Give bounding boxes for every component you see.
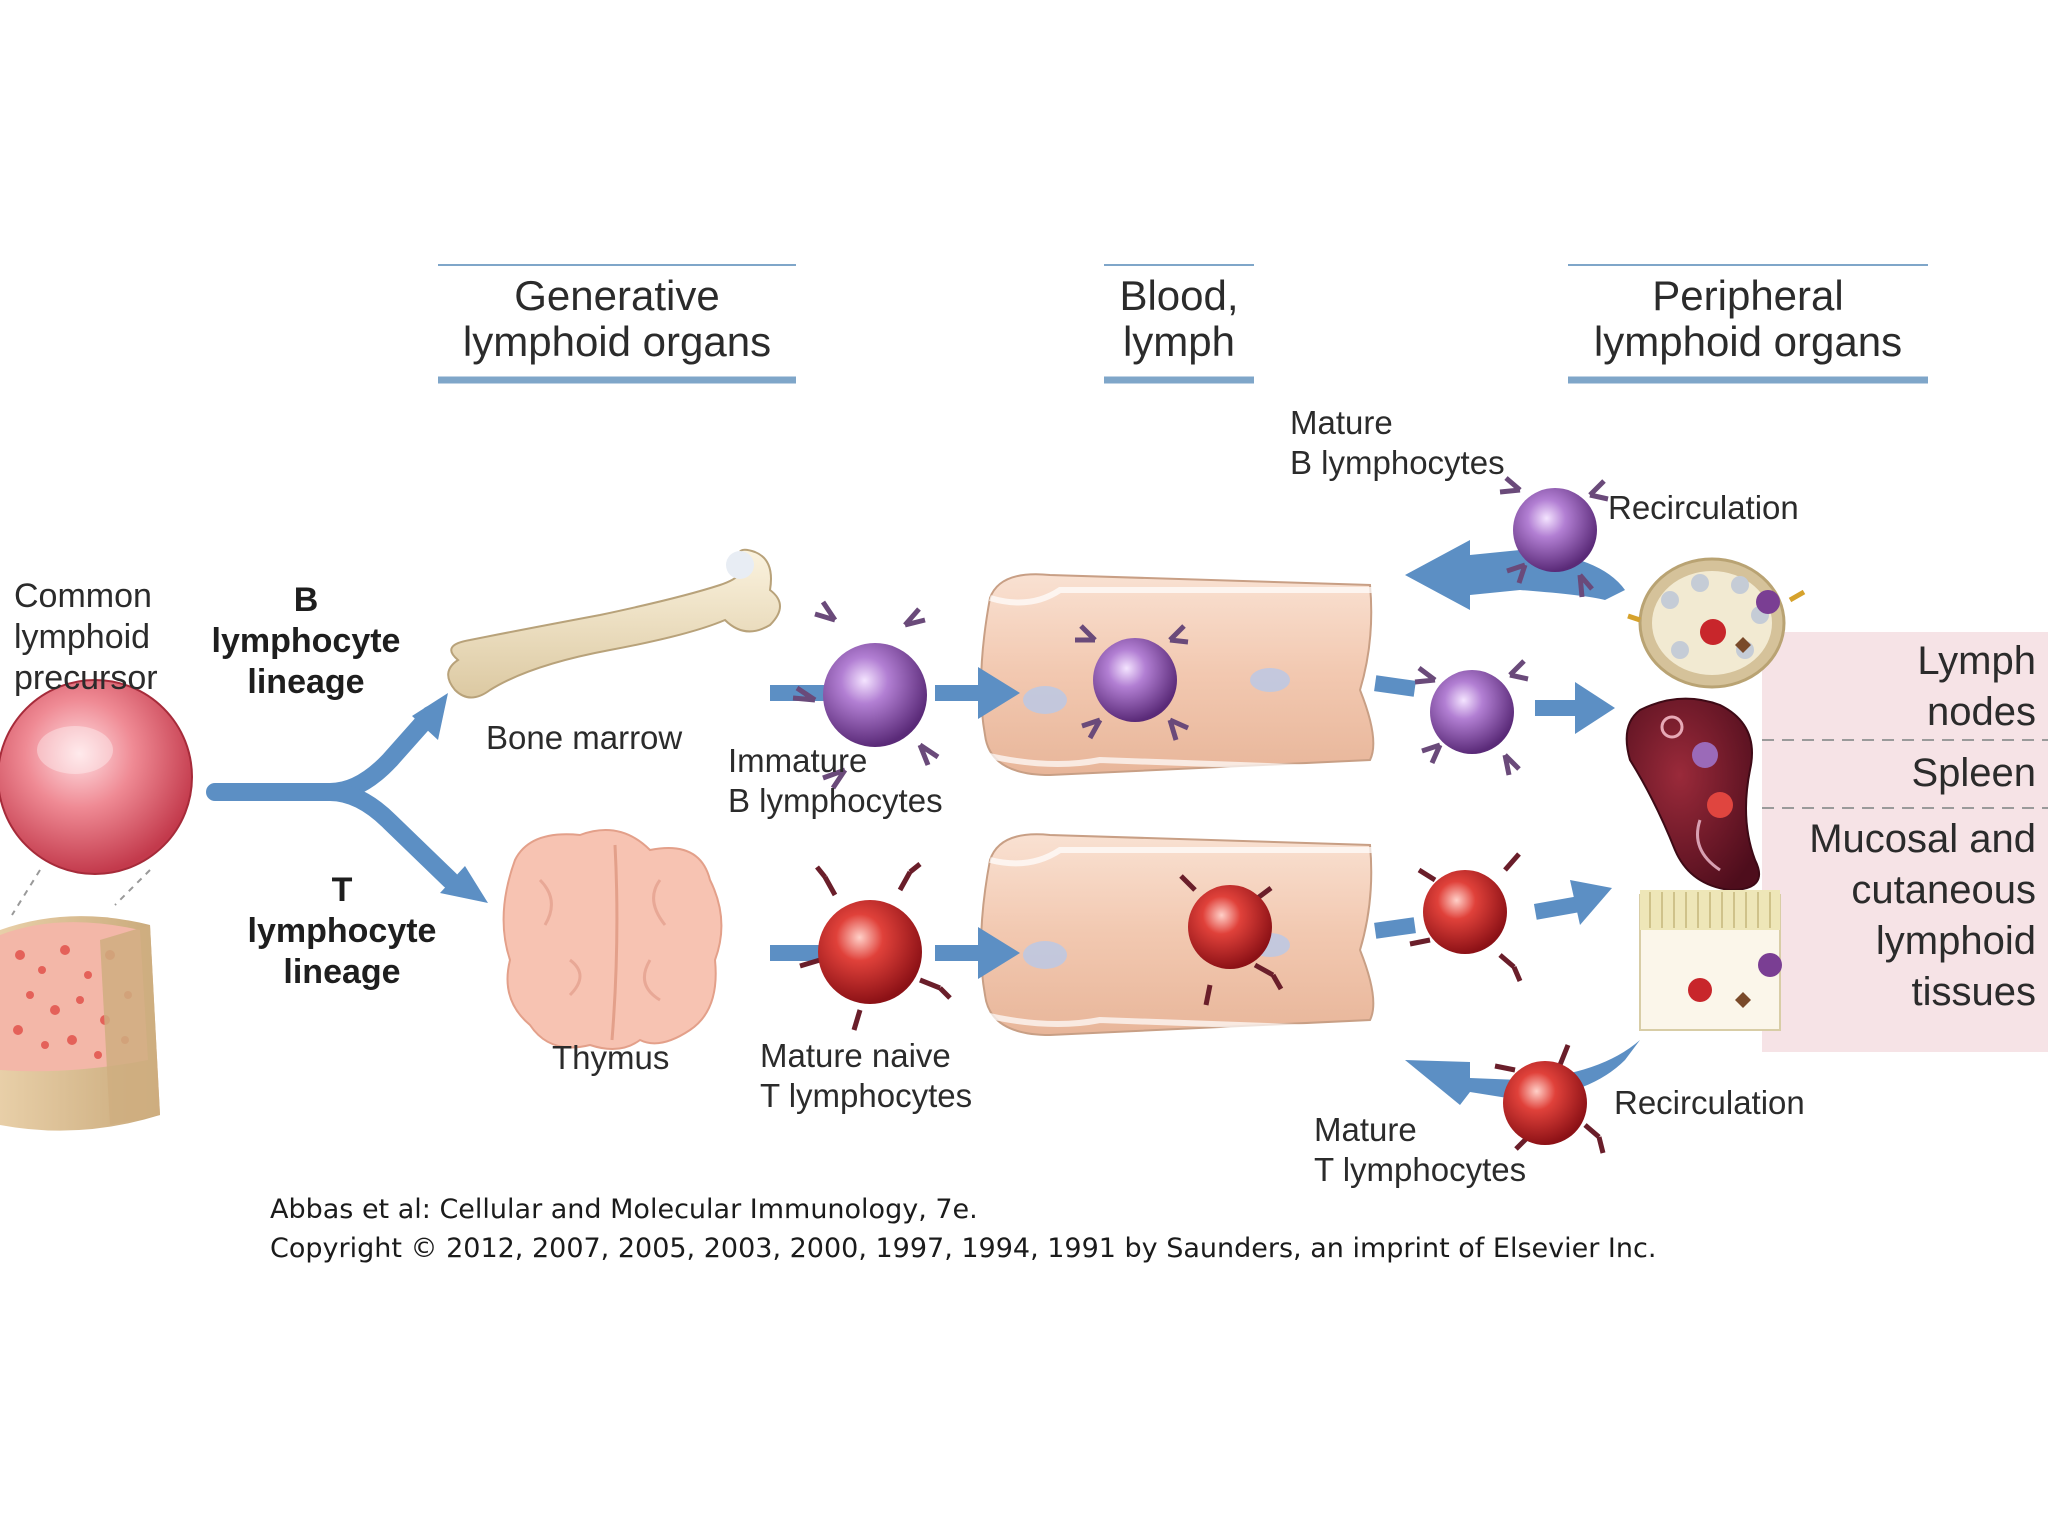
citation-copyright: Copyright © 2012, 2007, 2005, 2003, 2000… (270, 1233, 1657, 1264)
peripheral-tissue-panel (1762, 632, 2048, 1052)
blood-vessel-lower (980, 833, 1381, 1037)
label-mature-t-lymphocytes: Mature T lymphocytes (1314, 1111, 1527, 1188)
common-lymphoid-precursor-cell (0, 679, 193, 916)
lineage-split-arrow (206, 706, 459, 889)
label-lymph-nodes: Lymph nodes (1917, 639, 2036, 734)
label-mature-naive-t-lymphocytes: Mature naive T lymphocytes (760, 1037, 973, 1114)
label-common-lymphoid-precursor: Common lymphoid precursor (14, 577, 158, 697)
header-blood-lymph: Blood, lymph (1119, 272, 1239, 365)
lymph-node-icon (1627, 557, 1806, 689)
label-recirculation-bottom: Recirculation (1614, 1084, 1805, 1121)
label-thymus: Thymus (552, 1039, 670, 1076)
b-lymphocyte-cells (792, 476, 1609, 790)
bone-marrow-section (0, 916, 160, 1131)
bone-icon (447, 548, 781, 699)
header-rules (438, 264, 1928, 384)
mucosal-tissue-icon (1639, 890, 1782, 1031)
thymus-icon (502, 829, 723, 1050)
recirculation-arrows (1405, 540, 1640, 1105)
label-recirculation-top: Recirculation (1608, 489, 1799, 526)
label-mucosal-cutaneous-tissues: Mucosal and cutaneous lymphoid tissues (1809, 817, 2036, 1014)
label-t-lymphocyte-lineage: T lymphocyte lineage (247, 871, 437, 991)
t-lymphocyte-cells (799, 852, 1606, 1154)
citation-source: Abbas et al: Cellular and Molecular Immu… (270, 1194, 978, 1225)
header-peripheral-organs: Peripheral lymphoid organs (1593, 272, 1903, 365)
label-immature-b-lymphocytes: Immature B lymphocytes (728, 742, 943, 819)
lineage-arrow-heads (412, 693, 488, 903)
blood-vessel-upper (980, 573, 1381, 777)
label-mature-b-lymphocytes: Mature B lymphocytes (1290, 404, 1505, 481)
label-b-lymphocyte-lineage: B lymphocyte lineage (211, 581, 401, 701)
label-spleen: Spleen (1911, 751, 2036, 795)
label-bone-marrow: Bone marrow (486, 719, 683, 756)
header-generative-organs: Generative lymphoid organs (462, 272, 772, 365)
spleen-icon (1625, 697, 1761, 892)
